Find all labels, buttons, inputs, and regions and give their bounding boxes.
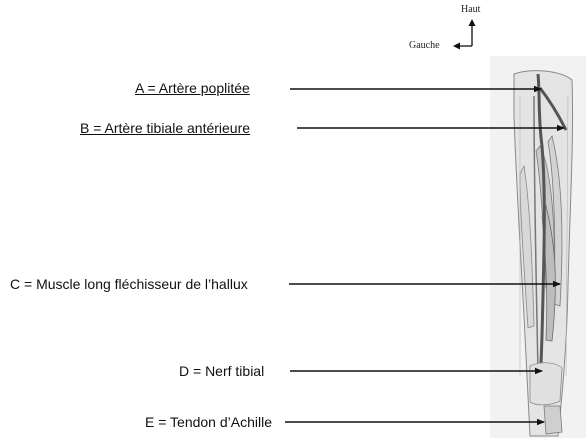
label-flexor-hallucis-longus: C = Muscle long fléchisseur de l’hallux xyxy=(10,276,248,292)
muscle-bundle xyxy=(547,135,563,307)
label-popliteal-artery: A = Artère poplitée xyxy=(135,80,250,96)
orientation-indicator: Haut Gauche xyxy=(408,4,498,56)
left-direction-label: Gauche xyxy=(409,40,440,51)
leg-anatomy-illustration xyxy=(490,56,586,438)
muscle-bundle xyxy=(519,164,535,329)
label-anterior-tibial-artery: B = Artère tibiale antérieure xyxy=(80,120,251,136)
label-tibial-nerve: D = Nerf tibial xyxy=(179,363,265,379)
up-direction-label: Haut xyxy=(461,4,481,15)
label-achilles-tendon: E = Tendon d’Achille xyxy=(145,414,272,430)
orientation-arrows-icon xyxy=(453,19,476,50)
achilles-tendon xyxy=(543,405,563,435)
